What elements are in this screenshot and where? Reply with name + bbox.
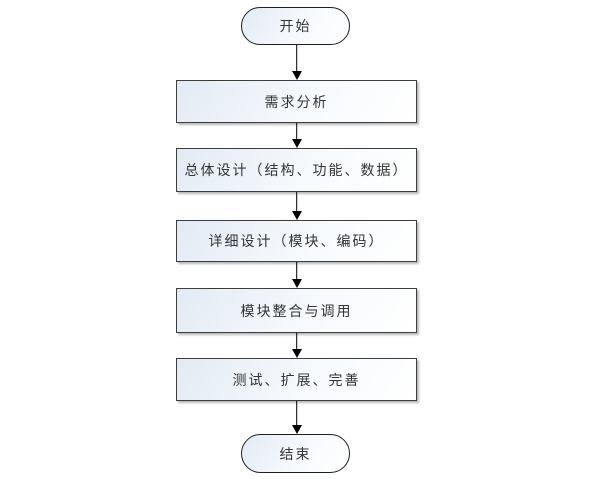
flow-node-start-label: 开始	[279, 19, 312, 35]
flow-node-overall-design-label: 总体设计（结构、功能、数据）	[184, 163, 409, 179]
down-arrow-icon	[291, 349, 302, 358]
flow-node-end: 结束	[241, 434, 350, 473]
down-arrow-icon	[291, 139, 302, 148]
connector-integration-to-testing	[290, 333, 303, 358]
flow-node-overall-design: 总体设计（结构、功能、数据）	[176, 148, 417, 192]
flow-node-requirements-label: 需求分析	[264, 94, 329, 111]
connector-line	[295, 45, 298, 72]
connector-detailed-design-to-integration	[290, 262, 303, 288]
flow-node-testing: 测试、扩展、完善	[176, 358, 417, 401]
flow-node-requirements: 需求分析	[176, 80, 417, 123]
down-arrow-icon	[291, 71, 302, 80]
flow-node-end-label: 结束	[279, 446, 312, 463]
connector-requirements-to-overall-design	[290, 123, 303, 148]
down-arrow-icon	[291, 425, 302, 434]
flow-node-testing-label: 测试、扩展、完善	[232, 372, 361, 389]
flow-node-integration: 模块整合与调用	[176, 288, 417, 333]
flow-node-detailed-design: 详细设计（模块、编码）	[176, 220, 417, 262]
connector-overall-design-to-detailed-design	[290, 192, 303, 220]
connector-line	[295, 192, 298, 212]
connector-start-to-requirements	[290, 45, 303, 80]
connector-line	[295, 123, 298, 140]
flow-node-integration-label: 模块整合与调用	[240, 303, 353, 320]
flow-node-detailed-design-label: 详细设计（模块、编码）	[208, 234, 385, 250]
connector-line	[295, 333, 298, 350]
connector-testing-to-end	[290, 401, 303, 434]
flow-node-start: 开始	[241, 7, 350, 45]
connector-line	[295, 262, 298, 280]
down-arrow-icon	[291, 279, 302, 288]
connector-line	[295, 401, 298, 426]
down-arrow-icon	[291, 211, 302, 220]
